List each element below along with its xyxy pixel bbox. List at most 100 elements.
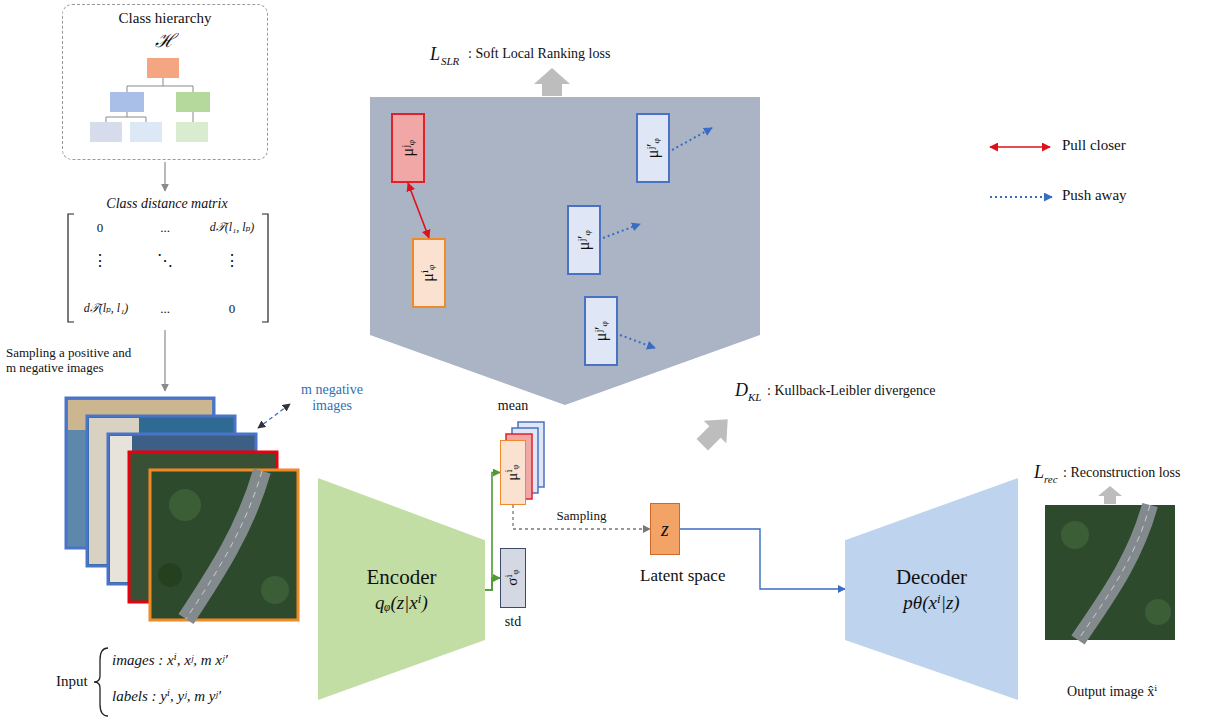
brace bbox=[94, 648, 108, 716]
node-label: ℋ bbox=[155, 30, 175, 52]
text-label: Sampling a positive and m negative image… bbox=[6, 346, 141, 376]
encoder-block-outline bbox=[318, 478, 485, 700]
embedding-box: μʲ′ᵩ bbox=[567, 205, 601, 275]
text-label: mean bbox=[498, 398, 528, 414]
node-label: Class hierarchy bbox=[119, 10, 212, 27]
connector bbox=[513, 505, 650, 529]
tree-patch bbox=[1061, 521, 1089, 549]
node-label: Encoder bbox=[367, 565, 437, 589]
flow-arrow bbox=[164, 330, 165, 391]
text-label: : Reconstruction loss bbox=[1063, 465, 1180, 481]
text-label: Latent space bbox=[640, 566, 725, 586]
legend-text: Push away bbox=[1062, 187, 1127, 204]
latent-box: z bbox=[650, 503, 680, 555]
legend-sample bbox=[990, 196, 1052, 198]
encoder-block: Encoder qᵩ(z|xⁱ) bbox=[318, 478, 485, 700]
text-label: 0 bbox=[97, 221, 104, 236]
tree-patch bbox=[261, 576, 289, 604]
tree-node bbox=[176, 92, 210, 112]
node-label: z bbox=[661, 518, 669, 541]
text-label: ... bbox=[160, 302, 170, 317]
node-label: qᵩ(z|xⁱ) bbox=[375, 592, 428, 614]
connector bbox=[408, 183, 429, 238]
embedding-box: μʲ′ᵩ bbox=[636, 113, 670, 183]
road bbox=[1078, 505, 1150, 640]
road bbox=[186, 471, 262, 619]
text-label: Input bbox=[56, 673, 88, 690]
rotated-label: μⁱᵩ bbox=[420, 264, 438, 281]
tree-patch bbox=[158, 563, 182, 587]
rotated-label: μʲ′ᵩ bbox=[644, 138, 662, 158]
text-label: d𝒯(lₚ, l₁) bbox=[84, 302, 129, 316]
connector bbox=[485, 473, 500, 591]
loss-arrow bbox=[1098, 486, 1122, 504]
decoder-block: Decoder pθ(xⁱ|z) bbox=[845, 478, 1018, 700]
node-label: Decoder bbox=[896, 565, 967, 589]
text-label: SLR bbox=[441, 55, 459, 68]
embedding-box: μⁱᵩ bbox=[412, 238, 446, 308]
text-label: rec bbox=[1044, 473, 1058, 486]
tree-node bbox=[110, 92, 144, 112]
connector bbox=[485, 578, 500, 590]
text-label: d𝒯(l₁, lₚ) bbox=[210, 221, 255, 235]
push-arrow bbox=[672, 128, 712, 150]
tree-line bbox=[106, 112, 193, 122]
text-label: : Soft Local Ranking loss bbox=[468, 46, 610, 62]
rotated-label: σⁱᵩ bbox=[504, 570, 521, 586]
matrix-bracket bbox=[262, 214, 268, 322]
rotated-label: μʲ′ᵩ bbox=[592, 321, 610, 341]
tree-node bbox=[176, 122, 208, 142]
edge-label: Sampling bbox=[555, 509, 609, 524]
image-stack bbox=[66, 398, 298, 620]
rotated-label: μⁱᵩ bbox=[504, 464, 521, 480]
text-label: ⋮ bbox=[224, 252, 240, 270]
embedding-box: μʲᵩ bbox=[391, 113, 425, 183]
mean-box: μⁱᵩ bbox=[500, 440, 526, 505]
embedding-panel bbox=[370, 97, 760, 405]
text-label: L bbox=[430, 44, 440, 65]
output-image bbox=[1045, 505, 1175, 640]
hierarchy-box: Class hierarchyℋ bbox=[62, 4, 268, 160]
text-label: Output image x̂ⁱ bbox=[1067, 684, 1157, 700]
road-line bbox=[1078, 505, 1150, 640]
loss-arrow bbox=[534, 68, 570, 96]
tree-node bbox=[130, 122, 162, 142]
push-arrow bbox=[603, 224, 640, 238]
text-label: images : xⁱ, xʲ, m xʲ′ bbox=[112, 652, 228, 669]
text-label: : Kullback-Leibler divergence bbox=[767, 383, 935, 399]
text-label: m negative images bbox=[300, 382, 364, 414]
road-line bbox=[186, 471, 262, 619]
embedding-box: μʲ′ᵩ bbox=[584, 296, 618, 366]
push-arrow bbox=[620, 335, 655, 348]
decoder-block-shape bbox=[845, 478, 1018, 700]
tree-node bbox=[147, 58, 179, 78]
text-label: 0 bbox=[229, 302, 236, 317]
text-label: ⋱ bbox=[157, 252, 173, 270]
text-label: L bbox=[1034, 462, 1044, 483]
text-label: std bbox=[505, 614, 521, 630]
rotated-label: μʲ′ᵩ bbox=[575, 230, 593, 250]
tree-node bbox=[90, 122, 122, 142]
node-label: pθ(xⁱ|z) bbox=[903, 592, 959, 614]
text-label: Class distance matrix bbox=[106, 196, 227, 212]
std-box: σⁱᵩ bbox=[500, 548, 526, 608]
input-image bbox=[150, 470, 298, 620]
encoder-block-shape bbox=[318, 478, 485, 700]
text-label: labels : yⁱ, yʲ, m yʲ′ bbox=[112, 688, 221, 705]
decoder-block-outline bbox=[845, 478, 1018, 700]
tree-line bbox=[127, 78, 193, 92]
rotated-label: μʲᵩ bbox=[399, 140, 417, 156]
stack-arrow bbox=[258, 404, 290, 428]
matrix-bracket bbox=[68, 214, 74, 322]
tree-patch bbox=[169, 489, 201, 521]
loss-arrow bbox=[691, 408, 739, 456]
text-label: ⋮ bbox=[92, 252, 108, 270]
legend-sample bbox=[990, 146, 1050, 148]
text-label: ... bbox=[160, 221, 170, 236]
flow-arrow bbox=[164, 162, 165, 191]
legend-text: Pull closer bbox=[1062, 137, 1126, 154]
output-image bbox=[1045, 505, 1175, 640]
text-label: KL bbox=[748, 391, 761, 404]
tree-patch bbox=[1145, 599, 1171, 625]
